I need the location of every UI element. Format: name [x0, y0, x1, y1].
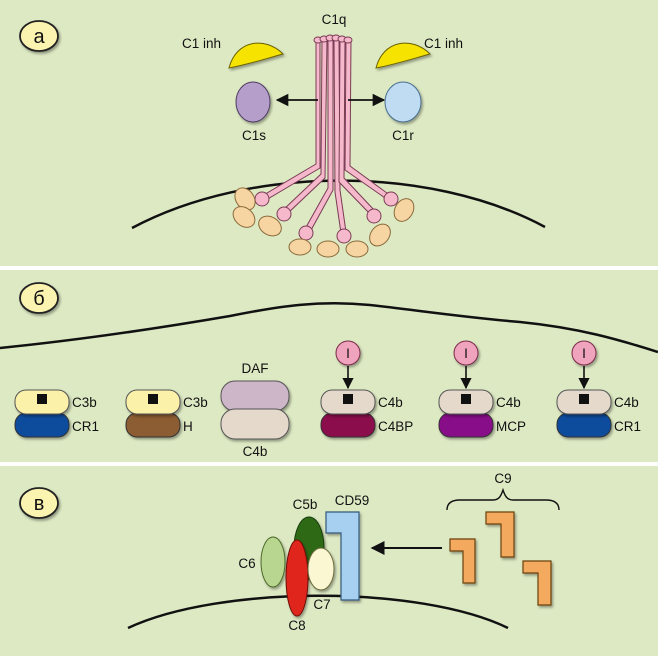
- panel-c-letter: в: [34, 493, 45, 515]
- binding-site-marker: [461, 394, 471, 404]
- cell-membrane-b: [0, 301, 658, 354]
- factor-i-shape: [571, 340, 597, 366]
- panel-a: а: [0, 0, 658, 270]
- panel-b-letter-badge: б: [19, 282, 59, 314]
- daf-shape: [220, 380, 290, 412]
- receptor-label: C4BP: [378, 419, 413, 434]
- regulator-group-daf-c4b: DAF C4b: [220, 361, 290, 459]
- receptor-shape: [14, 412, 70, 438]
- receptor-shape: [125, 412, 181, 438]
- binding-site-marker: [37, 394, 47, 404]
- cell-membrane-c: [127, 594, 509, 630]
- c1q-molecule: [254, 34, 399, 244]
- c5b-label: C5b: [293, 497, 318, 512]
- receptor-label: CR1: [72, 419, 99, 434]
- factor-i-shape: [335, 340, 361, 366]
- daf-label: DAF: [242, 361, 269, 376]
- c1s-shape: [235, 81, 271, 123]
- panel-a-letter: а: [33, 26, 45, 48]
- fragment-label: C3b: [183, 395, 208, 410]
- factor-i-shape: [453, 340, 479, 366]
- receptor-label: CR1: [614, 419, 641, 434]
- receptor-shape: [438, 412, 494, 438]
- panel-c: в C5b CD59 C6 C7 C8 C9: [0, 466, 658, 656]
- c7-shape: [307, 547, 335, 591]
- c4b-shape: [220, 408, 290, 440]
- panel-divider: [0, 266, 658, 270]
- receptor-label: MCP: [496, 419, 526, 434]
- c1-inh-left-label: C1 inh: [182, 36, 221, 51]
- fragment-label: C3b: [72, 395, 97, 410]
- panel-a-letter-badge: а: [19, 20, 59, 52]
- c8-label: C8: [288, 618, 305, 633]
- c9-brace: [446, 487, 560, 511]
- fragment-label: C4b: [496, 395, 521, 410]
- panel-c-letter-badge: в: [19, 487, 59, 519]
- c1-inh-right-label: C1 inh: [424, 36, 463, 51]
- factor-i-label: I: [582, 346, 586, 361]
- c1-inh-left-shape: [228, 42, 284, 69]
- receptor-shape: [320, 412, 376, 438]
- c1q-label: C1q: [322, 12, 347, 27]
- binding-site-marker: [343, 394, 353, 404]
- receptor-shape: [556, 412, 612, 438]
- binding-site-marker: [579, 394, 589, 404]
- c8-shape: [285, 539, 309, 617]
- c1s-label: C1s: [242, 128, 266, 143]
- fragment-label: C4b: [378, 395, 403, 410]
- panel-b-letter: б: [33, 288, 44, 310]
- fragment-label: C4b: [614, 395, 639, 410]
- cd59-shape: [325, 511, 360, 601]
- receptor-label: H: [183, 419, 193, 434]
- c6-shape: [260, 536, 286, 588]
- cd59-label: CD59: [335, 493, 370, 508]
- c9-monomers: [449, 511, 552, 606]
- factor-i-label: I: [346, 346, 350, 361]
- c1r-shape: [384, 81, 422, 123]
- c4b-label: C4b: [243, 444, 268, 459]
- c1-inh-right-shape: [375, 42, 431, 69]
- c7-label: C7: [313, 597, 330, 612]
- binding-site-marker: [148, 394, 158, 404]
- c1q-membrane-receptors: [232, 187, 415, 258]
- c6-label: C6: [238, 556, 255, 571]
- factor-i-label: I: [464, 346, 468, 361]
- c9-label: C9: [494, 471, 511, 486]
- panel-divider: [0, 462, 658, 466]
- c1r-label: C1r: [392, 128, 414, 143]
